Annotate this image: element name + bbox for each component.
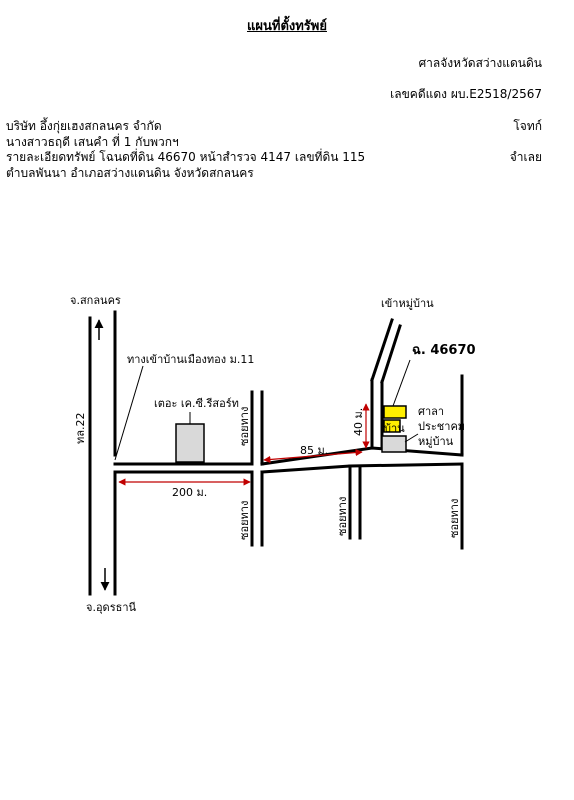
label-house: บ้าน xyxy=(384,422,405,435)
deed-plot xyxy=(383,405,407,419)
village-hall-building xyxy=(381,435,407,453)
label-village-road: ทางเข้าบ้านเมืองทอง ม.11 xyxy=(127,353,254,366)
plaintiff-role: โจทก์ xyxy=(513,119,542,133)
main-road-bottom-east xyxy=(260,462,464,474)
village-alley-right-diag xyxy=(380,324,402,384)
label-to-north: จ.สกลนคร xyxy=(70,294,121,307)
label-dist-200: 200 ม. xyxy=(172,486,207,499)
defendant-role: จำเลย xyxy=(509,150,542,164)
village-alley-left-diag xyxy=(370,318,394,382)
defendant-name: นางสาวธฤดี เสนคำ ที่ 1 กับพวกฯ xyxy=(6,135,179,149)
label-dist-40: 40 ม. xyxy=(352,408,365,436)
house-building xyxy=(383,419,401,433)
plaintiff-name: บริษัท อึ้งกุ่ยเฮงสกลนคร จำกัด xyxy=(6,119,162,133)
label-dist-85: 85 ม. xyxy=(300,444,328,457)
label-to-village: เข้าหมู่บ้าน xyxy=(381,297,434,310)
label-alley-1: ซอยทาง xyxy=(238,407,251,446)
label-alley-3: ซอยทาง xyxy=(336,497,349,536)
label-alley-4: ซอยทาง xyxy=(448,499,461,538)
page-title: แผนที่ตั้งทรัพย์ xyxy=(247,19,327,34)
label-hall-1: ศาลา xyxy=(418,405,444,418)
label-hall-3: หมู่บ้าน xyxy=(418,435,454,448)
label-hall-2: ประชาคม xyxy=(418,420,465,433)
property-detail: รายละเอียดทรัพย์ โฉนดที่ดิน 46670 หน้าสำ… xyxy=(6,150,366,164)
store-building xyxy=(175,423,205,463)
case-number: เลขคดีแดง ผบ.E2518/2567 xyxy=(390,87,542,101)
main-road-top-east xyxy=(260,446,464,466)
label-deed: ฉ. 46670 xyxy=(412,343,476,358)
property-location: ตำบลพันนา อำเภอสว่างแดนดิน จังหวัดสกลนคร xyxy=(6,166,254,180)
label-alley-2: ซอยทาง xyxy=(238,501,251,540)
label-store: เตอะ เค.ซี.รีสอร์ท xyxy=(154,397,239,410)
court-name: ศาลจังหวัดสว่างแดนดิน xyxy=(418,56,542,70)
label-to-south: จ.อุดรธานี xyxy=(86,601,136,614)
dist-85-arrow xyxy=(263,448,363,464)
label-highway: ทล.22 xyxy=(74,413,87,445)
